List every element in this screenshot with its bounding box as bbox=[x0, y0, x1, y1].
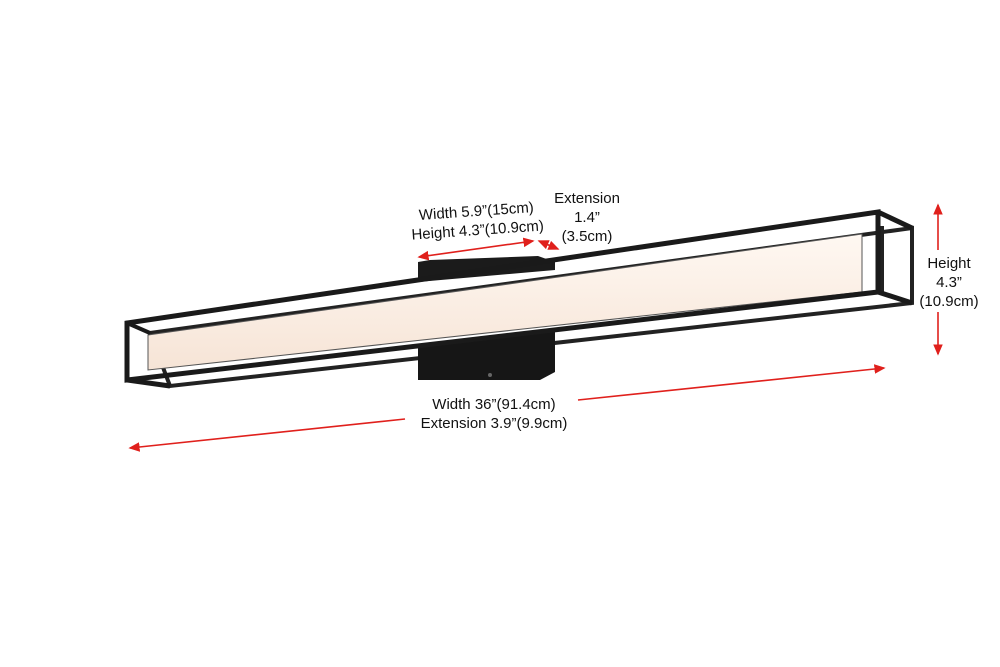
frame-edge bbox=[126, 321, 151, 335]
fixture-extension-text: Extension 3.9”(9.9cm) bbox=[420, 415, 568, 432]
extension-inches: 1.4” bbox=[574, 209, 600, 226]
fixture-width-arrow-left bbox=[128, 418, 406, 452]
backplate-width-arrow bbox=[417, 237, 535, 261]
backplate-extension-arrow bbox=[537, 240, 560, 250]
height-cm: (10.9cm) bbox=[919, 293, 979, 310]
height-inches: 4.3” bbox=[936, 274, 962, 291]
fixture-dimensions-label: Width 36”(91.4cm) Extension 3.9”(9.9cm) bbox=[421, 395, 568, 433]
extension-title: Extension bbox=[554, 190, 620, 207]
frame-edge bbox=[126, 377, 171, 389]
height-title: Height bbox=[927, 255, 971, 272]
backplate-extension-label: Extension 1.4” (3.5cm) bbox=[554, 189, 620, 246]
frame-edge bbox=[877, 289, 913, 306]
switch-icon bbox=[488, 373, 492, 377]
frame-edge bbox=[876, 209, 914, 231]
fixture-width-arrow-right bbox=[577, 364, 886, 401]
extension-cm: (3.5cm) bbox=[561, 228, 613, 245]
fixture-height-label: Height 4.3” (10.9cm) bbox=[919, 254, 978, 311]
fixture-width-text: Width 36”(91.4cm) bbox=[432, 396, 556, 413]
